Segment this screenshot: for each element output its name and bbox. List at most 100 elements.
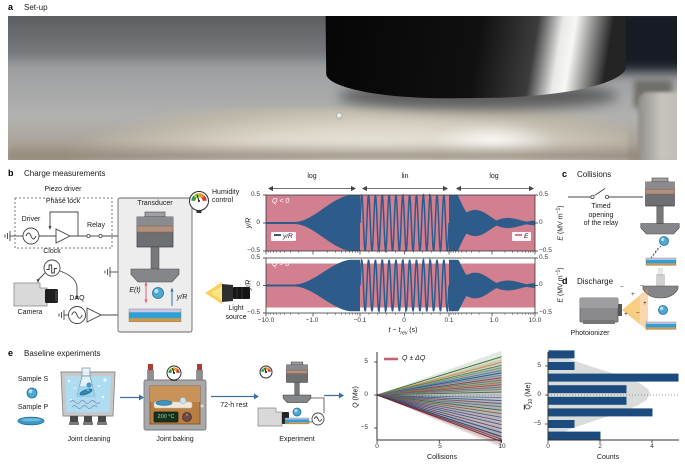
wires [309, 397, 325, 423]
oven-display [153, 411, 179, 423]
flask-icon [76, 367, 96, 397]
tick-label: −0.5 [247, 309, 260, 316]
piezo-driver-label: Piezo driver [44, 186, 82, 193]
tick-label: 0 [539, 219, 543, 226]
panel-b-title: Charge measurements [24, 169, 106, 178]
charge-symbol: + [631, 291, 635, 298]
amplifier-icon [86, 307, 103, 323]
experiment-label: Experiment [279, 436, 315, 443]
sample-s-label: Sample S [17, 376, 49, 383]
transducer-label: Transducer [137, 200, 173, 207]
flow-arrow [324, 392, 344, 399]
tick-label: 0 [539, 281, 543, 288]
tick-label: 0 [375, 443, 379, 450]
relay-label: Relay [87, 222, 105, 229]
tick-label: 0.5 [250, 254, 260, 261]
panel-b-label: b [8, 168, 14, 178]
sample-p-label: Sample P [17, 404, 49, 411]
camera-icon [13, 282, 58, 307]
camera-icon [257, 407, 289, 427]
ground-icon [58, 310, 69, 320]
horn-icon [642, 285, 679, 299]
arrowhead [144, 281, 148, 286]
segment-arrows [268, 185, 534, 192]
tick-label: −0.5 [247, 247, 260, 254]
charge-vs-collisions-chart [374, 350, 503, 448]
arrowhead [48, 226, 52, 230]
legend-dash-blue [274, 234, 281, 236]
experiment-icon [257, 361, 325, 427]
ground-icon [104, 267, 118, 277]
joint-cleaning-label: Joint cleaning [67, 436, 111, 443]
oven-sample-disc [155, 400, 173, 406]
segment-label-log-right: log [489, 173, 499, 180]
tick-label: 0 [256, 219, 260, 226]
oven-temperature-display: 200 °C [157, 413, 175, 420]
sample-icons [17, 387, 45, 426]
bath-feet [69, 416, 107, 425]
tick-label: −5 [360, 424, 368, 431]
tick-label: 5 [364, 358, 368, 365]
driver-label: Driver [21, 216, 41, 223]
photo-pillar [638, 92, 677, 160]
tick-label: −0.1 [353, 317, 367, 324]
photoionizer-label: Photoionizer [570, 330, 610, 337]
ultrasonic-bath-icon [60, 367, 116, 425]
ultrasound-waves [69, 400, 101, 409]
tick-label: 0 [256, 281, 260, 288]
legend-y-over-r: y/R [271, 232, 296, 241]
tick-label: 0 [546, 443, 550, 450]
fan-legend-swatch [384, 357, 398, 361]
waveform-y-axis-label-left: y/R [245, 279, 253, 291]
photo-floor [8, 142, 677, 160]
rest-duration-label: 72-h rest [220, 402, 248, 409]
e-field-label: E(t) [129, 287, 141, 294]
setup-photo [8, 16, 677, 160]
waveform-plot-positive [263, 257, 538, 317]
charge-measurement-schematic [4, 191, 250, 333]
tick-label: 4 [650, 443, 654, 450]
waveform-x-axis-label: t − trev (s) [388, 327, 418, 337]
humidity-control-label: Humidity control [212, 189, 240, 204]
relay-contact [98, 234, 103, 239]
arrowhead [170, 287, 174, 292]
segment-label-log-left: log [307, 173, 317, 180]
fan-legend-label: Q ± ΔQ [402, 355, 426, 362]
oven-sample-sphere [179, 397, 187, 404]
switch-icon [568, 188, 643, 199]
panel-a-label: a [8, 2, 14, 12]
tick-label: 0.5 [539, 254, 549, 261]
clock-label: Clock [43, 248, 61, 255]
phase-lock-label: Phase lock [45, 198, 81, 205]
panel-c-title: Collisions [577, 170, 612, 179]
hist-y-axis-label: Q10 (Me) [523, 382, 535, 410]
waveform-y-axis-label-left: y/R [245, 217, 253, 229]
displacement-label: y/R [176, 294, 188, 301]
charge-symbol: − [620, 284, 624, 291]
tick-label: 0.5 [539, 191, 549, 198]
tick-label: 0 [402, 317, 406, 324]
relay-contact [86, 234, 91, 239]
tick-label: 0.5 [250, 191, 260, 198]
amplifier-icon [55, 228, 72, 244]
legend-e-field: E [512, 232, 532, 241]
ground-icon [4, 231, 12, 241]
collision-discharge-schematic [568, 177, 680, 331]
condition-label-negative: Q < 0 [272, 198, 290, 205]
photoionizer-icon [579, 288, 648, 331]
tick-label: 0.1 [444, 317, 454, 324]
charge-symbol: + [643, 300, 647, 307]
horn-stem-blur [656, 274, 665, 287]
fan-y-axis-label: Q (Me) [352, 386, 360, 408]
photo-transducer-horn [325, 16, 627, 100]
tick-label: −0.5 [539, 309, 552, 316]
light-source-label: Light source [225, 305, 247, 321]
tick-label: −1.0 [305, 317, 319, 324]
joint-baking-label: Joint baking [156, 436, 194, 443]
panel-d-title: Discharge [577, 277, 614, 286]
arrowhead [144, 299, 148, 304]
panel-e-label: e [8, 348, 14, 358]
segment-label-lin: lin [401, 173, 409, 180]
tick-label: 5 [438, 443, 442, 450]
